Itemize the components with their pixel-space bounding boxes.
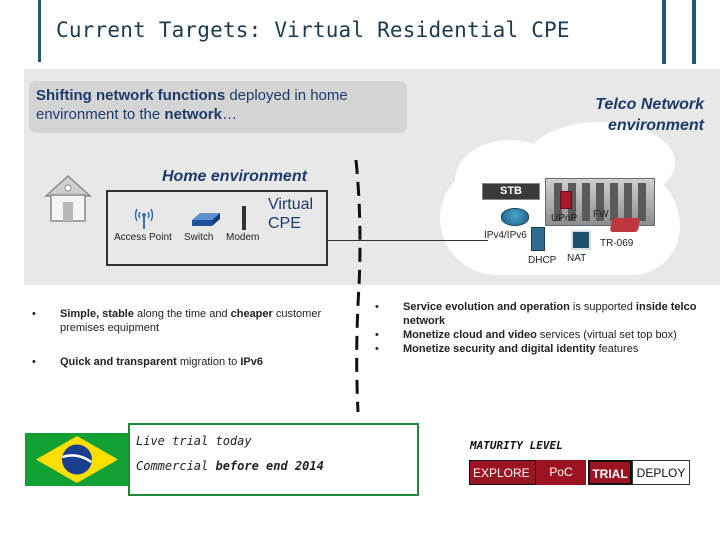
bullet-glyph: • [32,356,36,368]
ipv-label: IPv4/IPv6 [484,230,527,241]
bullet-bold: Monetize cloud and video [403,329,537,341]
bullet-bold: Service evolution and operation [403,301,570,313]
home-benefits-list: • Simple, stable along the time and chea… [32,307,342,377]
wifi-access-point-icon [134,208,154,229]
stb-box: STB [482,183,540,200]
switch-label: Switch [184,232,214,243]
list-item: • Monetize security and digital identity… [375,342,715,356]
bullet-bold: IPv6 [240,356,263,368]
bullet-glyph: • [32,308,36,320]
maturity-stage-poc: PoC [536,460,586,485]
upnp-icon [560,191,572,209]
trial-status-line: Live trial today [136,434,252,448]
access-point-label: Access Point [114,232,172,243]
list-item: • Quick and transparent migration to IPv… [32,355,342,369]
list-item: • Simple, stable along the time and chea… [32,307,342,335]
dhcp-label: DHCP [528,255,557,266]
bullet-bold: cheaper [230,308,273,320]
home-devices-box [106,190,328,266]
bullet-text: features [595,343,639,355]
modem-icon [242,206,246,230]
header-callout: Shifting network functions deployed in h… [29,81,407,133]
flag-border [25,423,129,433]
bullet-glyph: • [375,329,379,341]
modem-label: Modem [226,232,260,243]
ipv-server-icon [531,227,545,251]
vcpe-line2: CPE [268,215,301,232]
maturity-stage-explore: EXPLORE [469,460,536,485]
header-bold-2: network [164,106,222,123]
vcpe-line1: Virtual [268,196,314,213]
rack-slot [610,183,618,221]
maturity-level-label: MATURITY LEVEL [470,439,563,452]
bullet-bold: inside telco network [403,301,697,327]
upnp-label: UPnP [551,213,578,224]
bullet-text: migration to [176,356,241,368]
bullet-glyph: • [375,343,379,355]
telco-label-line2: environment [607,117,704,134]
dashed-divider [354,160,362,412]
rack-slot [624,183,632,221]
fw-label: FW [593,209,609,220]
maturity-stage-trial: TRIAL [588,460,632,485]
telco-label-line1: Telco Network [595,96,704,113]
maturity-stage-deploy: DEPLOY [632,460,690,485]
flag-border [25,486,129,496]
list-item: • Monetize cloud and video services (vir… [375,328,715,342]
corner-accent-bar-2 [692,0,696,64]
tr069-server-icon [571,230,591,250]
trial-status-box [128,423,419,496]
rack-slot [568,183,576,221]
tr069-label: TR-069 [600,238,634,249]
rack-slot [638,183,646,221]
bullet-text: customer premises equipment [60,308,322,334]
rack-slot [554,183,562,221]
bullet-glyph: • [375,301,379,313]
telco-network-label: Telco Network environment [560,94,704,136]
switch-icon [192,213,220,226]
nat-label: NAT [567,253,587,264]
commercial-status-line: Commercial before end 2014 [136,459,324,473]
house-icon [44,174,92,222]
home-environment-label: Home environment [162,168,307,185]
connection-line [328,240,488,241]
header-bold-1: Shifting network functions [36,87,226,104]
virtual-cpe-label: Virtual CPE [268,195,313,233]
brazil-flag [25,423,129,496]
slide-title: Current Targets: Virtual Residential CPE [56,18,570,42]
bullet-bold: Simple, stable [60,308,134,320]
rack-slot [596,183,604,221]
telco-benefits-list: • Service evolution and operation is sup… [375,300,715,356]
header-text-2: … [221,106,237,123]
bullet-text: is supported [569,301,636,313]
corner-accent-bar-1 [662,0,666,64]
rack-slot [582,183,590,221]
commercial-prefix: Commercial [136,459,216,473]
bullet-bold: Quick and transparent [60,356,177,368]
bullet-text: along the time and [133,308,231,320]
bullet-bold: Monetize security and digital identity [403,343,596,355]
header-text-1: deployed in home environment to the [36,87,348,123]
list-item: • Service evolution and operation is sup… [375,300,715,328]
firewall-icon [609,218,641,232]
router-icon [501,208,529,226]
title-accent-bar [38,0,41,62]
bullet-text: services (virtual set top box) [536,329,677,341]
flag-emblem [36,436,118,483]
commercial-date: before end 2014 [215,459,324,473]
